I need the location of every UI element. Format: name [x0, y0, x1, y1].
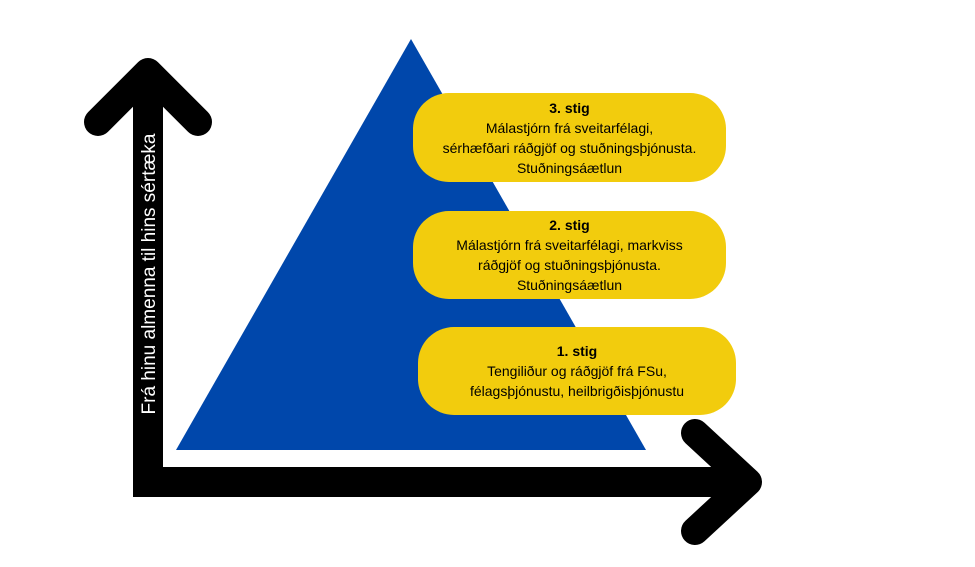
tier-1-line: Tengiliður og ráðgjöf frá FSu,: [487, 363, 667, 379]
tier-2-line: Stuðningsáætlun: [516, 277, 623, 293]
tier-3-line: sérhæfðari ráðgjöf og stuðningsþjónusta.: [442, 139, 697, 156]
vertical-axis-label: Frá hinu almenna til hins sértæka: [139, 133, 160, 415]
tier-3-title: 3. stig: [549, 99, 590, 116]
tier-1-title: 1. stig: [556, 343, 598, 359]
tier-2-line: Málastjórn frá sveitarfélagi, markviss: [456, 237, 683, 253]
tier-1-line: félagsþjónustu, heilbrigðisþjónustu: [469, 383, 685, 399]
tier-2-box: 2. stig Málastjórn frá sveitarfélagi, ma…: [413, 211, 726, 299]
tier-1-box: 1. stig Tengiliður og ráðgjöf frá FSu, f…: [418, 327, 736, 415]
tier-3-line: Málastjórn frá sveitarfélagi,: [485, 119, 654, 136]
tier-3-box: 3. stig Málastjórn frá sveitarfélagi, sé…: [413, 93, 726, 182]
tier-2-line: ráðgjöf og stuðningsþjónusta.: [478, 257, 661, 273]
tier-3-line: Stuðningsáætlun: [516, 159, 623, 176]
tier-2-title: 2. stig: [549, 217, 590, 233]
horizontal-axis-arrow: [133, 419, 762, 545]
vertical-axis-arrow: [84, 58, 212, 497]
